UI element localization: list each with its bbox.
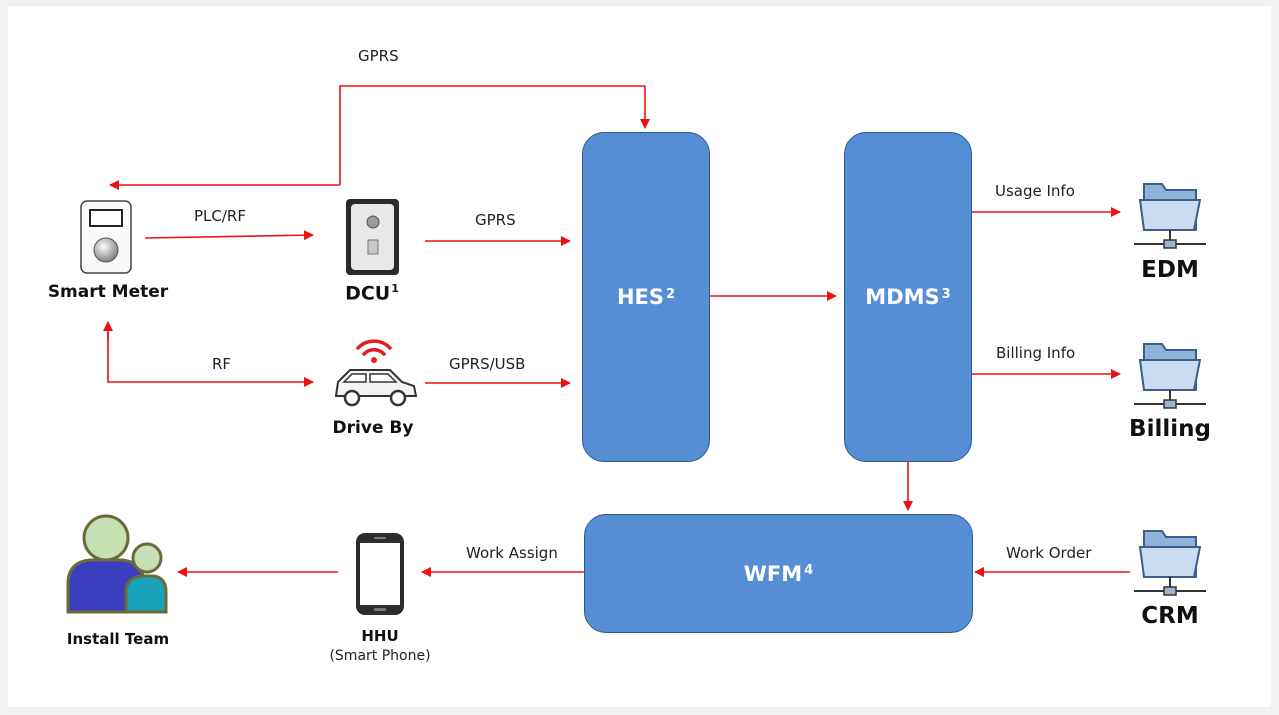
edge-label-rf: RF bbox=[212, 355, 232, 373]
edge-label-gprs-dcu: GPRS bbox=[475, 211, 516, 229]
install-team-label: Install Team bbox=[66, 630, 170, 648]
edm-label: EDM bbox=[1141, 257, 1199, 283]
billing-label: Billing bbox=[1129, 416, 1211, 442]
edge-label-plc-rf: PLC/RF bbox=[194, 207, 246, 225]
people-icon bbox=[66, 514, 168, 614]
mdms-label: MDMS bbox=[865, 285, 940, 309]
edge-label-billing-info: Billing Info bbox=[996, 344, 1076, 362]
arrow-gprs-to-smart-meter bbox=[339, 85, 645, 185]
edm-folder-icon bbox=[1134, 183, 1206, 249]
arrow-rf bbox=[107, 332, 314, 387]
hhu-label: HHU bbox=[361, 627, 399, 645]
billing-folder-icon bbox=[1134, 343, 1206, 409]
dcu-sup: 1 bbox=[391, 282, 399, 295]
dcu-name: DCU bbox=[345, 282, 391, 305]
edge-label-work-order: Work Order bbox=[1006, 544, 1092, 562]
mdms-sup: 3 bbox=[941, 286, 951, 302]
edge-label-gprs-top: GPRS bbox=[358, 47, 399, 65]
wfm-sup: 4 bbox=[804, 563, 814, 578]
drive-by-label: Drive By bbox=[332, 418, 414, 438]
edge-label-work-assign: Work Assign bbox=[466, 544, 558, 562]
crm-folder-icon bbox=[1134, 530, 1206, 596]
smart-meter-label: Smart Meter bbox=[47, 282, 169, 302]
hes-label: HES bbox=[616, 285, 664, 309]
smartphone-icon bbox=[356, 533, 404, 615]
edge-label-gprs-usb: GPRS/USB bbox=[449, 355, 526, 373]
car-wifi-icon bbox=[334, 339, 418, 407]
dcu-label: DCU1 bbox=[322, 282, 422, 304]
edge-label-usage-info: Usage Info bbox=[995, 182, 1075, 200]
crm-label: CRM bbox=[1141, 603, 1199, 629]
hhu-sublabel: (Smart Phone) bbox=[329, 648, 431, 664]
dcu-device-icon bbox=[346, 199, 399, 275]
hes-sup: 2 bbox=[666, 286, 676, 302]
arrow-plc-rf bbox=[144, 230, 314, 241]
wfm-label: WFM bbox=[743, 561, 803, 586]
smart-meter-icon bbox=[80, 200, 132, 274]
